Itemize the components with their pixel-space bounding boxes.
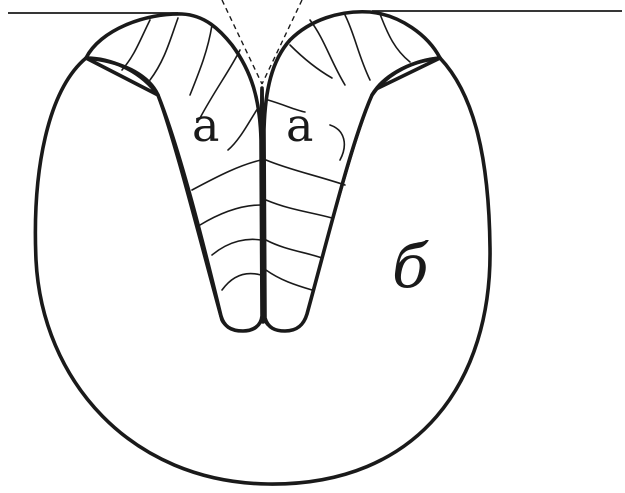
right-lobe-label: а [286, 98, 313, 152]
left-lobe-label: а [192, 98, 219, 152]
body-label: б [392, 232, 429, 302]
central-cleft [262, 88, 263, 322]
